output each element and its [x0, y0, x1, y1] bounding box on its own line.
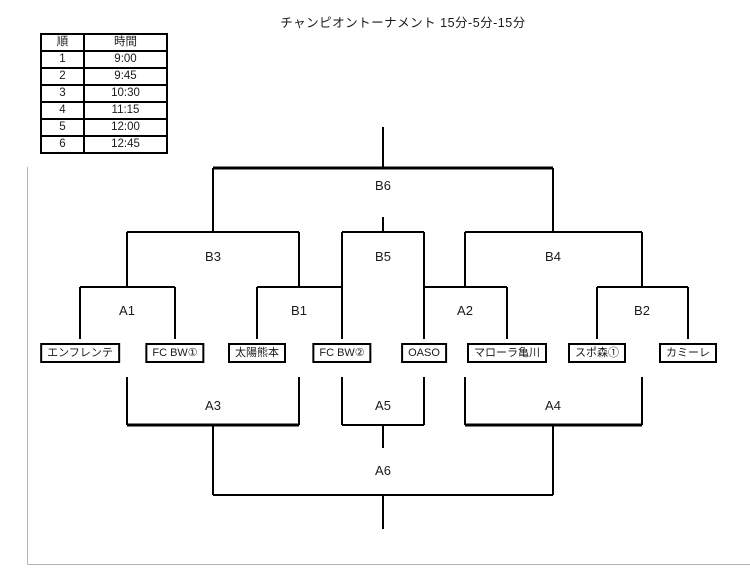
match-label-a6: A6 [375, 463, 391, 478]
col-header-time: 時間 [83, 33, 168, 52]
time-cell: 9:45 [83, 67, 168, 86]
match-label-b6: B6 [375, 178, 391, 193]
match-label-a2: A2 [457, 303, 473, 318]
table-row: 3 10:30 [40, 84, 168, 103]
bracket-regular-lines [79, 127, 689, 529]
table-row: 4 11:15 [40, 101, 168, 120]
match-label-a3: A3 [205, 398, 221, 413]
table-header-row: 順 時間 [40, 33, 168, 52]
team-box-taiyo-kumamoto: 太陽熊本 [228, 343, 286, 363]
table-row: 1 9:00 [40, 50, 168, 69]
order-cell: 4 [40, 101, 85, 120]
tournament-title: チャンピオントーナメント 15分-5分-15分 [280, 16, 526, 30]
order-cell: 1 [40, 50, 85, 69]
order-cell: 3 [40, 84, 85, 103]
team-box-fc-bw-1: FC BW① [145, 343, 205, 363]
match-label-b3: B3 [205, 249, 221, 264]
order-cell: 5 [40, 118, 85, 137]
schedule-table: 順 時間 1 9:00 2 9:45 3 10:30 4 11:15 5 12:… [40, 33, 168, 154]
team-box-supomori-1: スポ森① [568, 343, 626, 363]
time-cell: 10:30 [83, 84, 168, 103]
page-boundary-line [27, 167, 750, 565]
match-label-a1: A1 [119, 303, 135, 318]
time-cell: 12:00 [83, 118, 168, 137]
table-row: 6 12:45 [40, 135, 168, 154]
bracket-thick-lines [127, 166, 642, 427]
table-row: 5 12:00 [40, 118, 168, 137]
team-box-camile: カミーレ [659, 343, 717, 363]
match-label-b5: B5 [375, 249, 391, 264]
match-label-b4: B4 [545, 249, 561, 264]
team-box-marola-kamegawa: マローラ亀川 [467, 343, 547, 363]
match-label-b1: B1 [291, 303, 307, 318]
table-row: 2 9:45 [40, 67, 168, 86]
team-box-oaso: OASO [401, 343, 447, 363]
order-cell: 6 [40, 135, 85, 154]
time-cell: 9:00 [83, 50, 168, 69]
match-label-a5: A5 [375, 398, 391, 413]
team-box-fc-bw-2: FC BW② [312, 343, 372, 363]
time-cell: 12:45 [83, 135, 168, 154]
team-box-enfrente: エンフレンテ [40, 343, 120, 363]
match-label-a4: A4 [545, 398, 561, 413]
match-label-b2: B2 [634, 303, 650, 318]
order-cell: 2 [40, 67, 85, 86]
time-cell: 11:15 [83, 101, 168, 120]
col-header-order: 順 [40, 33, 85, 52]
